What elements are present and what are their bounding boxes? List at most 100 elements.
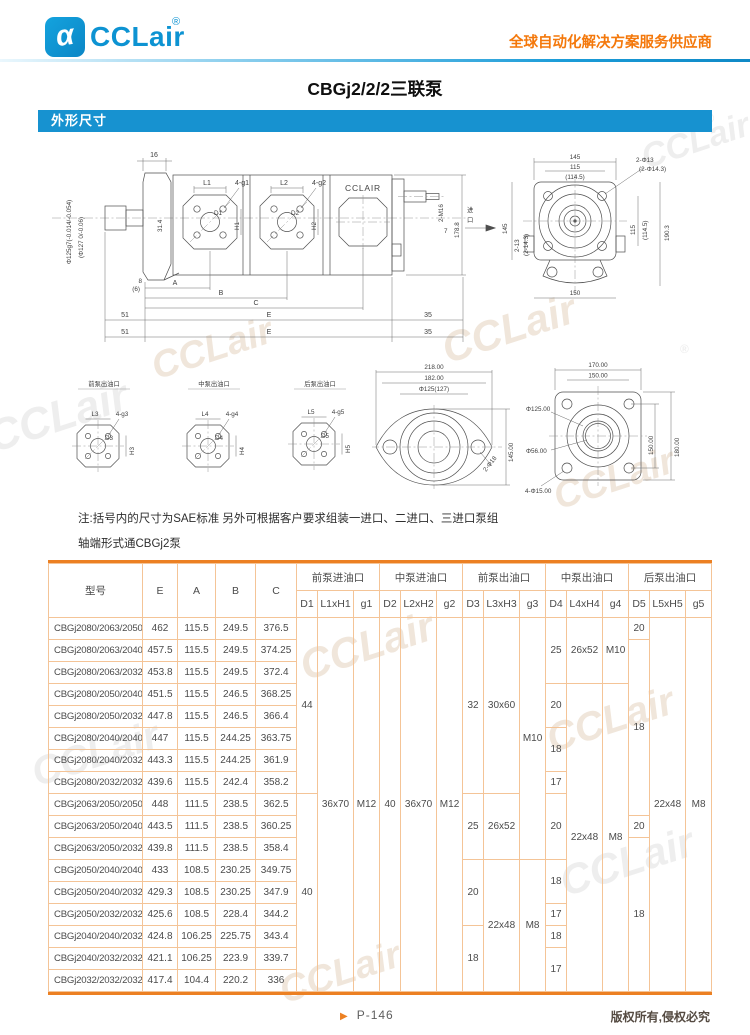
dim-cell: 457.5 xyxy=(142,639,178,662)
port-group-header: 前泵进油口 xyxy=(295,563,381,591)
port-dim-cell: 26x52 xyxy=(566,617,604,684)
dim-cell: 453.8 xyxy=(142,661,178,684)
dim-cell: 424.8 xyxy=(142,925,178,948)
dim-label: 145 xyxy=(570,154,581,161)
dim-cell: 425.6 xyxy=(142,903,178,926)
dim-label: 35 xyxy=(424,312,432,319)
port-group-header: 中泵进油口 xyxy=(379,563,464,591)
port-dim-cell: 25 xyxy=(462,793,485,860)
dim-cell: 246.5 xyxy=(215,683,256,706)
dim-cell: 336 xyxy=(255,969,297,992)
dim-cell: 108.5 xyxy=(177,903,216,926)
port-sub-header: D4 xyxy=(545,590,568,618)
port-dim-cell: 18 xyxy=(545,727,568,772)
dim-label: Φ56.00 xyxy=(526,448,547,455)
dim-label: (Φ127 0/-0.06) xyxy=(78,217,85,258)
dim-cell: 433 xyxy=(142,859,178,882)
copyright-notice: 版权所有,侵权必究 xyxy=(610,1010,710,1024)
dim-label: 115 xyxy=(630,224,637,235)
dim-label: 180.00 xyxy=(674,437,681,457)
dim-label: 190.3 xyxy=(664,225,671,241)
port-dim-cell: 18 xyxy=(628,837,651,992)
port-dim-cell: M10 xyxy=(519,617,547,860)
dim-label: 51 xyxy=(121,312,129,319)
page-title: CBGj2/2/2三联泵 xyxy=(307,79,443,99)
dim-cell: 451.5 xyxy=(142,683,178,706)
dim-label: L5 xyxy=(307,409,315,416)
dim-cell: 246.5 xyxy=(215,705,256,728)
dim-cell: 347.9 xyxy=(255,881,297,904)
dim-cell: 362.5 xyxy=(255,793,297,816)
dim-cell: 108.5 xyxy=(177,881,216,904)
port-dim-cell: M8 xyxy=(602,683,630,992)
square-flange-drawing: Φ125.00 Φ56.00 4-Φ15.00 170.00 150.00 15… xyxy=(525,362,681,495)
dim-label: 150 xyxy=(570,290,581,297)
dim-label: 16 xyxy=(150,152,158,159)
dim-cell: 447.8 xyxy=(142,705,178,728)
dim-cell: 368.25 xyxy=(255,683,297,706)
dim-label: 口 xyxy=(467,216,473,224)
model-cell: CBGj2063/2050/2050 xyxy=(48,793,143,816)
note-line-2: 轴端形式通CBGj2泵 xyxy=(78,538,181,550)
port-dim-cell: M12 xyxy=(352,617,381,992)
port-sub-header: L2xH2 xyxy=(400,590,438,618)
model-cell: CBGj2063/2050/2032 xyxy=(48,837,143,860)
dim-label: (114.5) xyxy=(642,221,649,240)
port-dim-cell: 40 xyxy=(379,617,402,992)
dim-label: (114.5) xyxy=(565,174,584,181)
port-sub-header: L3xH3 xyxy=(483,590,521,618)
dim-label: 4-g4 xyxy=(226,411,239,418)
port-dim-cell: 32 xyxy=(462,617,485,794)
brand-logo-icon: α xyxy=(53,18,76,54)
dim-cell: 366.4 xyxy=(255,705,297,728)
port-sub-header: L5xH5 xyxy=(649,590,687,618)
header-divider xyxy=(0,59,750,62)
model-cell: CBGj2040/2040/2032 xyxy=(48,925,143,948)
dim-label: 150.00 xyxy=(588,373,608,380)
dim-cell: 223.9 xyxy=(215,947,256,970)
dim-cell: 111.5 xyxy=(177,793,216,816)
port-group-header: 前泵出油口 xyxy=(462,563,547,591)
section-header-bar: 外形尺寸 xyxy=(38,110,712,132)
model-cell: CBGj2080/2063/2040 xyxy=(48,639,143,662)
dim-label: 51 xyxy=(121,329,129,336)
dim-label: Φ125g7(-0.014/-0.054) xyxy=(66,200,73,264)
port-dim-cell: M8 xyxy=(685,617,713,992)
dim-cell: 115.5 xyxy=(177,705,216,728)
dim-cell: 376.5 xyxy=(255,617,297,640)
dim-cell: 462 xyxy=(142,617,178,640)
page-number-text: P-146 xyxy=(356,1008,394,1022)
dim-label: (2-14.3) xyxy=(523,234,530,256)
port-sub-header: L1xH1 xyxy=(317,590,354,618)
dim-cell: 249.5 xyxy=(215,661,256,684)
port-dim-cell: 17 xyxy=(545,947,568,992)
dim-label: 170.00 xyxy=(588,362,608,369)
port-sub-header: g5 xyxy=(685,590,713,618)
model-cell: CBGj2080/2063/2050 xyxy=(48,617,143,640)
port-dim-cell: M10 xyxy=(602,617,630,684)
dim-label: D2 xyxy=(291,210,300,217)
model-cell: CBGj2050/2040/2032 xyxy=(48,881,143,904)
port-sub-header: g1 xyxy=(352,590,381,618)
port-dim-cell: 20 xyxy=(545,683,568,728)
port-sub-header: D3 xyxy=(462,590,485,618)
port-dim-cell: 20 xyxy=(462,859,485,926)
model-cell: CBGj2040/2032/2032 xyxy=(48,947,143,970)
col-header-model: 型号 xyxy=(48,563,143,618)
dim-cell: 429.3 xyxy=(142,881,178,904)
dim-cell: 115.5 xyxy=(177,661,216,684)
page-header: α CCLair ® 全球自动化解决方案服务供应商 xyxy=(0,0,750,62)
port-dim-cell: 25 xyxy=(545,617,568,684)
dim-label: 145 xyxy=(502,223,509,234)
registered-mark: ® xyxy=(172,16,181,28)
port-dim-cell: 30x60 xyxy=(483,617,521,794)
